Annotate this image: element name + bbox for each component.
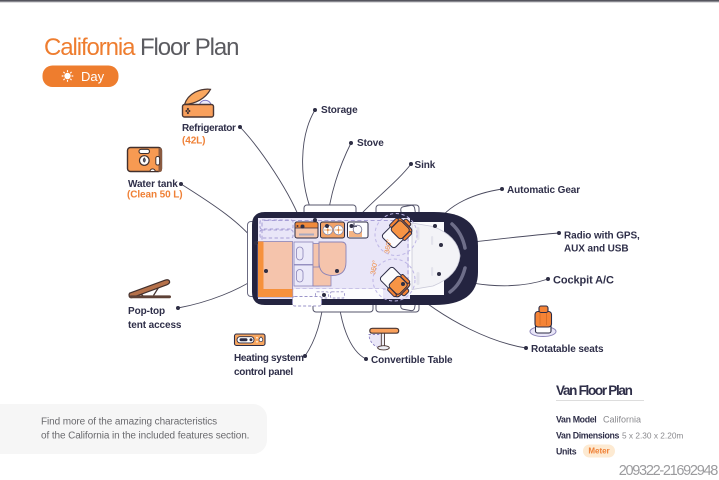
svg-text:Water tank: Water tank xyxy=(128,179,178,190)
svg-text:Cockpit A/C: Cockpit A/C xyxy=(553,275,614,287)
svg-text:209322-21692948: 209322-21692948 xyxy=(619,463,718,479)
svg-text:Van Floor Plan: Van Floor Plan xyxy=(556,383,633,398)
svg-text:(Clean 50 L): (Clean 50 L) xyxy=(127,190,182,201)
svg-text:control panel: control panel xyxy=(234,367,293,378)
svg-text:Van Dimensions: Van Dimensions xyxy=(556,431,620,441)
svg-text:Automatic Gear: Automatic Gear xyxy=(507,185,580,196)
svg-text:Day: Day xyxy=(81,69,105,84)
svg-text:Units: Units xyxy=(556,447,577,457)
svg-text:Heating system: Heating system xyxy=(234,353,304,364)
svg-text:(42L): (42L) xyxy=(182,136,205,147)
svg-text:Van Model: Van Model xyxy=(556,415,596,425)
svg-text:AUX and USB: AUX and USB xyxy=(564,244,628,255)
svg-text:Pop-top: Pop-top xyxy=(128,306,165,317)
svg-text:California: California xyxy=(603,415,641,425)
svg-text:Rotatable seats: Rotatable seats xyxy=(531,344,604,355)
svg-text:360°: 360° xyxy=(383,239,393,255)
svg-text:Stove: Stove xyxy=(357,138,384,149)
svg-text:360°: 360° xyxy=(369,260,379,276)
svg-text:California Floor Plan: California Floor Plan xyxy=(44,34,238,61)
svg-text:Radio with GPS,: Radio with GPS, xyxy=(564,231,640,242)
svg-text:Meter: Meter xyxy=(588,447,609,456)
svg-text:Find more of the amazing chara: Find more of the amazing characteristics xyxy=(41,417,217,428)
svg-text:Refrigerator: Refrigerator xyxy=(182,123,236,134)
svg-text:Sink: Sink xyxy=(415,160,436,171)
svg-text:tent access: tent access xyxy=(128,320,182,331)
svg-text:Storage: Storage xyxy=(321,105,358,116)
svg-text:5 x 2.30 x 2.20m: 5 x 2.30 x 2.20m xyxy=(622,431,683,441)
svg-text:of the California in the inclu: of the California in the included featur… xyxy=(41,431,249,442)
svg-text:Convertible Table: Convertible Table xyxy=(371,355,453,366)
